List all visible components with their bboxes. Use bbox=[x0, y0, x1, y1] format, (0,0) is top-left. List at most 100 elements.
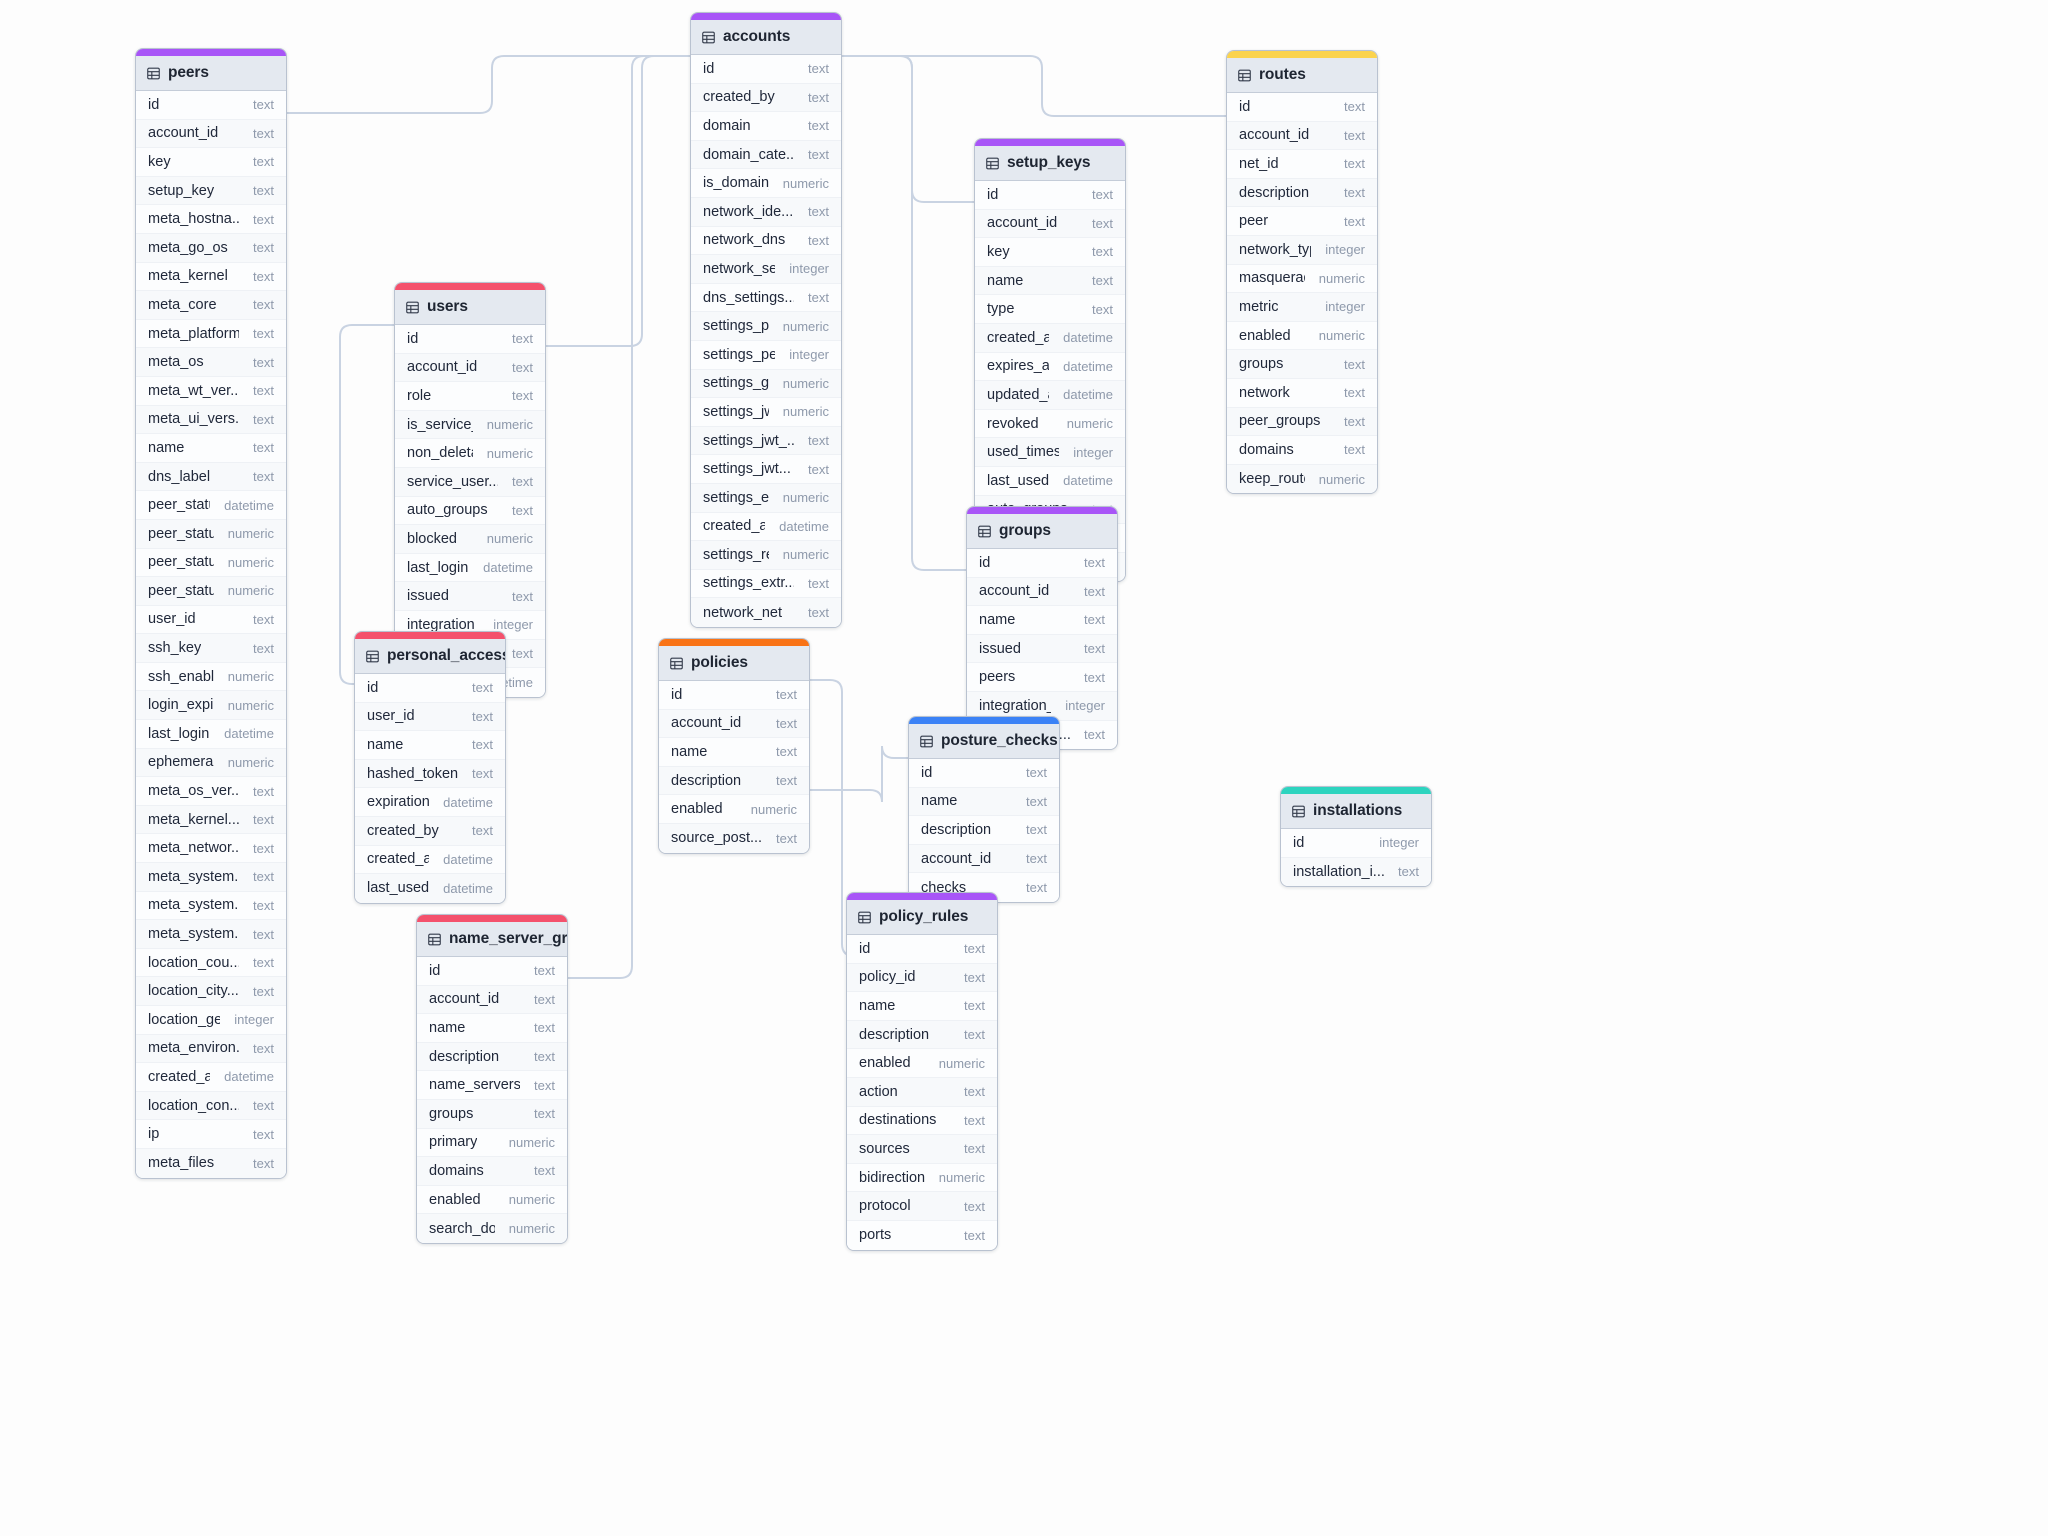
column-row[interactable]: is_service_us...numeric bbox=[395, 410, 545, 440]
column-row[interactable]: expiration_da...datetime bbox=[355, 788, 505, 817]
column-row[interactable]: location_cou...text bbox=[136, 948, 286, 978]
column-row[interactable]: meta_ui_vers...text bbox=[136, 405, 286, 435]
column-row[interactable]: settings_jwt...text bbox=[691, 455, 841, 484]
column-row[interactable]: settings_gro...numeric bbox=[691, 369, 841, 399]
column-row[interactable]: settings_jwt_...text bbox=[691, 426, 841, 456]
column-row[interactable]: location_city...text bbox=[136, 977, 286, 1006]
column-row[interactable]: service_user...text bbox=[395, 467, 545, 497]
column-row[interactable]: source_post...text bbox=[659, 823, 809, 853]
column-row[interactable]: is_domain_pr...numeric bbox=[691, 169, 841, 198]
column-row[interactable]: settings_jwt_...numeric bbox=[691, 398, 841, 427]
column-row[interactable]: settings_pee...integer bbox=[691, 340, 841, 370]
column-row[interactable]: meta_system...text bbox=[136, 920, 286, 949]
column-row[interactable]: search_doma...numeric bbox=[417, 1214, 567, 1243]
column-row[interactable]: meta_wt_ver...text bbox=[136, 376, 286, 406]
table-header[interactable]: personal_access_tokens bbox=[355, 639, 505, 674]
column-row[interactable]: settings_pee...numeric bbox=[691, 312, 841, 341]
table-header[interactable]: setup_keys bbox=[975, 146, 1125, 181]
table-header[interactable]: groups bbox=[967, 514, 1117, 549]
table-card-name_server_groups[interactable]: name_server_groupsidtextaccount_idtextna… bbox=[416, 914, 568, 1244]
column-row[interactable]: installation_i...text bbox=[1281, 857, 1431, 887]
column-row[interactable]: meta_system...text bbox=[136, 891, 286, 921]
column-row[interactable]: network_typeinteger bbox=[1227, 235, 1377, 265]
table-header[interactable]: policy_rules bbox=[847, 900, 997, 935]
column-row[interactable]: settings_extr...text bbox=[691, 569, 841, 599]
column-row[interactable]: login_expirati...numeric bbox=[136, 691, 286, 721]
column-row[interactable]: non_deletablenumeric bbox=[395, 439, 545, 468]
column-row[interactable]: location_geo...integer bbox=[136, 1006, 286, 1035]
column-row[interactable]: location_con...text bbox=[136, 1091, 286, 1121]
column-row[interactable]: domain_cate...text bbox=[691, 140, 841, 170]
table-card-personal_access_tokens[interactable]: personal_access_tokensidtextuser_idtextn… bbox=[354, 631, 506, 904]
table-header[interactable]: name_server_groups bbox=[417, 922, 567, 957]
table-header[interactable]: installations bbox=[1281, 794, 1431, 829]
column-row[interactable]: meta_networ...text bbox=[136, 834, 286, 864]
